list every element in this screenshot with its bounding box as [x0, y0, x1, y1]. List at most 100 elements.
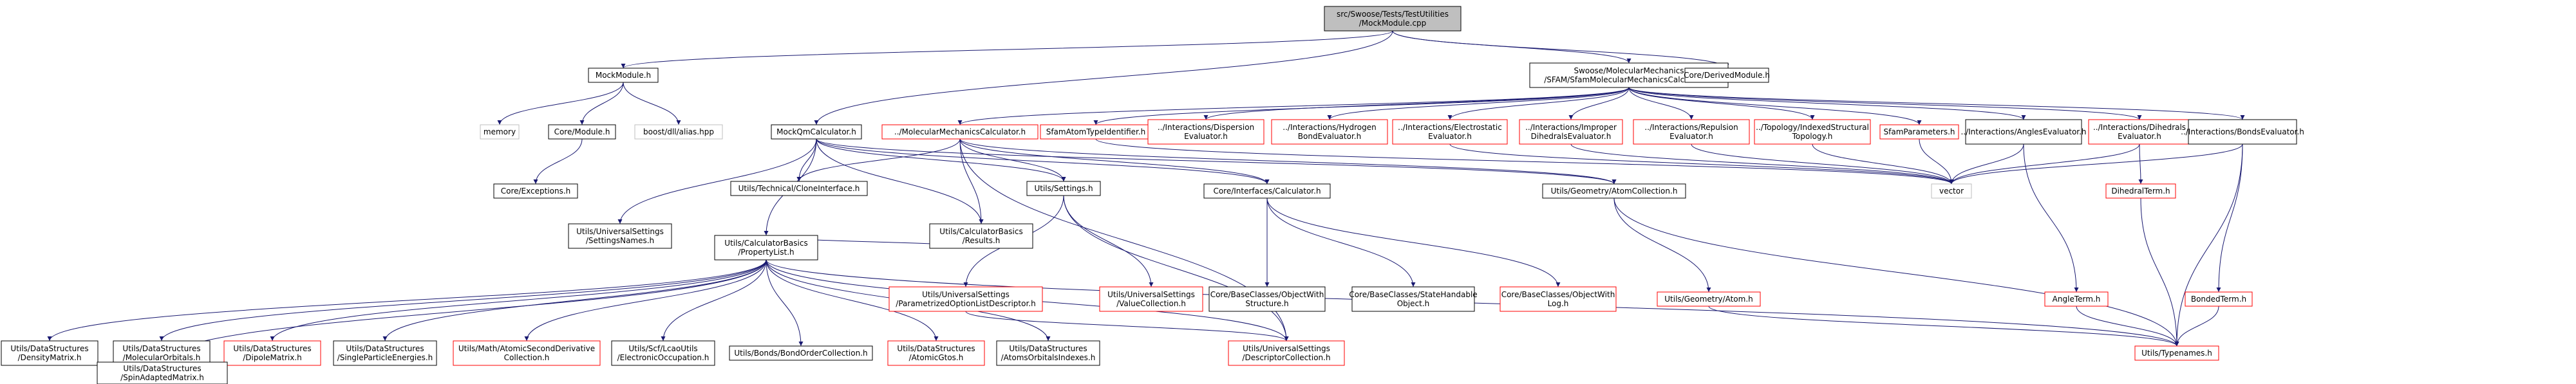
edge-propertylist-to-dipole [270, 259, 767, 342]
node-dipole[interactable]: Utils/DataStructures/DipoleMatrix.h [223, 340, 321, 366]
node-label-settings-0: Utils/Settings.h [1034, 184, 1093, 193]
node-descriptorcoll[interactable]: Utils/UniversalSettings/DescriptorCollec… [1228, 340, 1345, 366]
node-derived[interactable]: Core/DerivedModule.h [1684, 68, 1770, 83]
edge-calculator-to-objlog [1266, 197, 1561, 288]
edge-angleterm-to-typenames [2076, 306, 2179, 347]
node-bonds[interactable]: ../Interactions/BondsEvaluator.h [2181, 119, 2304, 145]
node-box-valuecoll [1099, 286, 1203, 312]
node-mmcalc[interactable]: ../MolecularMechanicsCalculator.h [881, 124, 1039, 140]
node-dihedralterm[interactable]: DihedralTerm.h [2105, 183, 2176, 199]
node-angleterm[interactable]: AngleTerm.h [2044, 291, 2109, 307]
node-paramopt[interactable]: Utils/UniversalSettings/ParametrizedOpti… [888, 286, 1043, 312]
node-exceptions[interactable]: Core/Exceptions.h [493, 183, 578, 199]
node-box-vector [1931, 183, 1972, 199]
node-densitymatrix[interactable]: Utils/DataStructures/DensityMatrix.h [1, 340, 99, 366]
node-label-descriptorcoll-1: /DescriptorCollection.h [1242, 353, 1330, 362]
node-box-objstruct [1208, 286, 1326, 312]
node-singleparticle[interactable]: Utils/DataStructures/SingleParticleEnerg… [333, 340, 437, 366]
node-settingsnames[interactable]: Utils/UniversalSettings/SettingsNames.h [568, 223, 672, 249]
node-box-alias [634, 124, 723, 140]
edge-repulsion-to-vector [1691, 143, 1954, 185]
node-label-elecocc-1: /ElectronicOccupation.h [617, 353, 710, 362]
edge-sfamparams-to-vector [1919, 138, 1954, 185]
nodes-layer: src/Swoose/Tests/TestUtilities/MockModul… [1, 6, 2304, 384]
edge-sfam-to-sfamparams [1628, 87, 1922, 125]
node-label-exceptions-0: Core/Exceptions.h [501, 187, 571, 196]
node-box-mmcalc [881, 124, 1039, 140]
node-box-densitymatrix [1, 340, 99, 366]
node-bondorder[interactable]: Utils/Bonds/BondOrderCollection.h [729, 345, 873, 361]
node-calculator[interactable]: Core/Interfaces/Calculator.h [1203, 183, 1331, 199]
node-label-paramopt-0: Utils/UniversalSettings [922, 290, 1010, 299]
node-memory: memory [480, 124, 520, 140]
node-angles[interactable]: ../Interactions/AnglesEvaluator.h [1960, 119, 2087, 145]
node-typenames[interactable]: Utils/Typenames.h [2134, 345, 2219, 361]
node-box-objlog [1500, 286, 1617, 312]
node-box-singleparticle [333, 340, 437, 366]
node-box-dispersion [1147, 119, 1264, 145]
edge-mockqm-to-cloneiface [796, 138, 817, 182]
edge-sfam-to-sfamatomtype [1093, 87, 1630, 125]
node-atomicsecond[interactable]: Utils/Math/AtomicSecondDerivativeCollect… [453, 340, 601, 366]
node-propertylist[interactable]: Utils/CalculatorBasics/PropertyList.h [714, 235, 818, 261]
node-label-calculator-0: Core/Interfaces/Calculator.h [1213, 187, 1321, 196]
edge-mmcalc-to-calculator [959, 138, 1270, 185]
edge-propertylist-to-densitymatrix [47, 259, 767, 342]
node-label-dispersion-1: Evaluator.h [1184, 132, 1228, 141]
edge-sfam-to-hbond [1327, 87, 1630, 120]
node-label-sfam-0: Swoose/MolecularMechanics [1574, 66, 1684, 75]
edge-sfam-to-dispersion [1203, 87, 1630, 120]
node-aoindexes[interactable]: Utils/DataStructures/AtomsOrbitalsIndexe… [996, 340, 1100, 366]
node-dihedrals[interactable]: ../Interactions/DihedralsEvaluator.h [2088, 119, 2191, 145]
node-label-alias-0: boost/dll/alias.hpp [643, 127, 714, 136]
node-label-dipole-0: Utils/DataStructures [233, 344, 311, 353]
node-label-paramopt-1: /ParametrizedOptionListDescriptor.h [896, 299, 1035, 308]
edge-mmcalc-to-settings [959, 138, 1066, 182]
node-elecocc[interactable]: Utils/Scf/LcaoUtils/ElectronicOccupation… [611, 340, 715, 366]
node-atom[interactable]: Utils/Geometry/Atom.h [1657, 291, 1761, 307]
node-label-improper-0: ../Interactions/Improper [1525, 123, 1617, 132]
edge-coremodule-to-exceptions [533, 138, 583, 185]
node-box-statehandable [1351, 286, 1475, 312]
node-label-root-1: /MockModule.cpp [1359, 19, 1427, 28]
node-atomcoll[interactable]: Utils/Geometry/AtomCollection.h [1542, 183, 1686, 199]
node-label-atomicgtos-0: Utils/DataStructures [897, 344, 975, 353]
node-label-spinadapted-1: /SpinAdaptedMatrix.h [120, 373, 204, 382]
node-improper[interactable]: ../Interactions/ImproperDihedralsEvaluat… [1519, 119, 1623, 145]
node-spinadapted[interactable]: Utils/DataStructures/SpinAdaptedMatrix.h [97, 361, 228, 384]
edge-mockqm-to-settings [816, 138, 1066, 182]
node-label-valuecoll-1: /ValueCollection.h [1116, 299, 1186, 308]
node-label-results-1: /Results.h [963, 236, 1001, 245]
node-label-singleparticle-0: Utils/DataStructures [346, 344, 424, 353]
node-settings[interactable]: Utils/Settings.h [1026, 181, 1101, 196]
node-sfamparams[interactable]: SfamParameters.h [1879, 124, 1959, 140]
node-root[interactable]: src/Swoose/Tests/TestUtilities/MockModul… [1324, 6, 1462, 32]
node-cloneiface[interactable]: Utils/Technical/CloneInterface.h [730, 181, 868, 196]
node-box-angleterm [2044, 291, 2109, 307]
node-mockmodule[interactable]: MockModule.h [588, 68, 659, 83]
node-valuecoll[interactable]: Utils/UniversalSettings/ValueCollection.… [1099, 286, 1203, 312]
node-label-propertylist-0: Utils/CalculatorBasics [724, 239, 807, 248]
edge-propertylist-to-bondorder [766, 259, 804, 347]
node-molorbitals[interactable]: Utils/DataStructures/MolecularOrbitals.h [113, 340, 211, 366]
node-results[interactable]: Utils/CalculatorBasics/Results.h [929, 223, 1033, 249]
node-label-electrostatic-0: ../Interactions/Electrostatic [1398, 123, 1502, 132]
node-box-dipole [223, 340, 321, 366]
node-mockqm[interactable]: MockQmCalculator.h [771, 124, 862, 140]
node-coremodule[interactable]: Core/Module.h [548, 124, 616, 140]
node-box-mockqm [771, 124, 862, 140]
node-atomicgtos[interactable]: Utils/DataStructures/AtomicGtos.h [887, 340, 985, 366]
node-label-dihedralterm-0: DihedralTerm.h [2111, 187, 2170, 196]
node-label-sfamatomtype-0: SfamAtomTypeIdentifier.h [1046, 127, 1146, 136]
node-bondedterm[interactable]: BondedTerm.h [2185, 291, 2253, 307]
node-sfamatomtype[interactable]: SfamAtomTypeIdentifier.h [1040, 124, 1152, 140]
